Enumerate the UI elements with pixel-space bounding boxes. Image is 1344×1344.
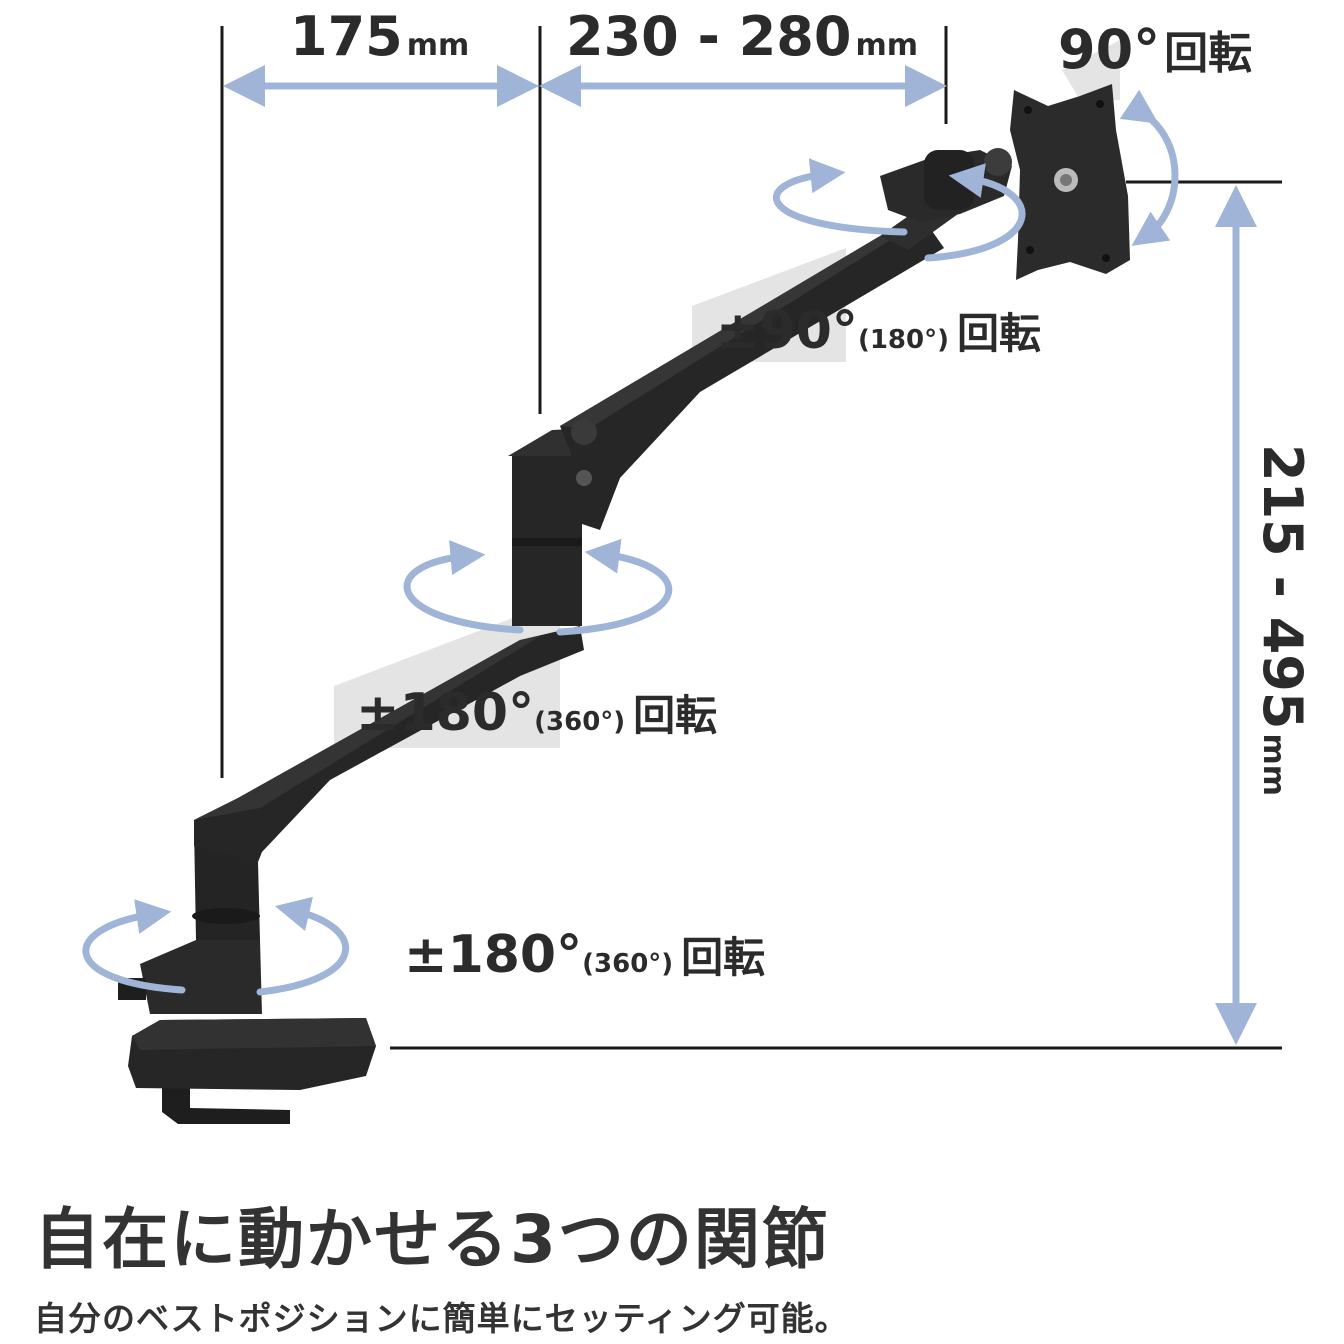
head-rotation-arrow-left xyxy=(772,158,908,236)
page-subtitle: 自分のベストポジションに簡単にセッティング可能。 xyxy=(34,1299,849,1338)
upper-arm xyxy=(560,198,958,530)
lower-arm xyxy=(192,626,584,940)
head-rotation-arrow-right xyxy=(924,163,1026,262)
tilt-rotation-arrow xyxy=(1119,89,1179,246)
dimension-arrows xyxy=(223,65,1257,1045)
base-rotation-label: ±180°(360°)回転 xyxy=(404,925,765,985)
rotation-arrows xyxy=(82,89,1179,996)
elbow-rotation-label: ±180°(360°)回転 xyxy=(356,683,717,743)
page-title: 自在に動かせる3つの関節 xyxy=(34,1201,830,1278)
clamp-base xyxy=(118,940,376,1124)
height-label: 215 - 495mm xyxy=(1251,444,1314,796)
label-bands xyxy=(334,40,1120,748)
elbow-rotation-arrow-right xyxy=(556,538,673,636)
tilt-rotation-label: 90°回転 xyxy=(1058,18,1252,81)
base-rotation-arrow-left xyxy=(82,899,186,994)
elbow-pivot xyxy=(571,419,597,445)
elbow-rotation-arrow-left xyxy=(403,540,524,634)
gas-spring-bolt xyxy=(576,470,592,486)
elbow-label-band xyxy=(334,600,560,748)
monitor-arm xyxy=(118,84,1130,1124)
tilt-label-band xyxy=(1062,40,1120,100)
vesa-plate xyxy=(1010,84,1130,280)
base-rotation-arrow-right xyxy=(256,896,350,996)
head-rotation-label: ±90°(180°)回転 xyxy=(716,301,1041,361)
